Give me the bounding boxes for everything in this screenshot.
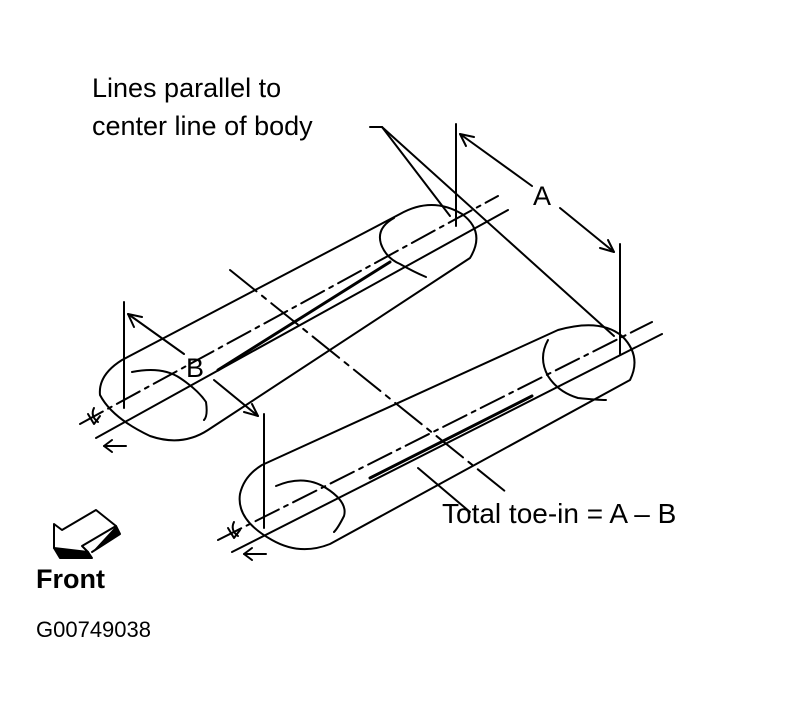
lower-center-line bbox=[217, 321, 653, 541]
lower-tire-outline bbox=[238, 324, 636, 551]
figure-code: G00749038 bbox=[36, 617, 151, 642]
lower-tire-tread-streak bbox=[368, 394, 534, 480]
upper-tire-tread-front bbox=[131, 369, 208, 421]
tire-axis-lines bbox=[79, 195, 663, 553]
measurement-b-label: B bbox=[186, 353, 205, 383]
lower-tire-tread-front bbox=[275, 479, 346, 533]
dimension-b bbox=[123, 301, 265, 529]
leader-to-upper bbox=[381, 126, 451, 217]
lower-tire bbox=[238, 324, 636, 551]
lower-parallel-line bbox=[231, 333, 663, 553]
measurement-a-label: A bbox=[533, 181, 552, 211]
dimension-b-line-1 bbox=[127, 313, 185, 355]
dimension-a-line-1 bbox=[459, 133, 533, 187]
lower-tire-rotation-arrows bbox=[227, 521, 267, 561]
upper-travel-arrowhead bbox=[103, 439, 113, 453]
lower-travel-arrowhead bbox=[243, 547, 253, 561]
front-label: Front bbox=[36, 564, 105, 594]
dimension-a-arrowhead-left bbox=[459, 133, 475, 147]
front-arrow-depth bbox=[53, 525, 121, 559]
upper-center-line bbox=[79, 195, 499, 425]
front-arrow-face bbox=[53, 509, 117, 553]
lower-rotation-arrow-head bbox=[227, 527, 241, 539]
front-arrow-icon bbox=[53, 509, 121, 559]
dimension-a bbox=[455, 123, 621, 355]
dimension-a-arrowhead-right bbox=[599, 239, 615, 253]
upper-rotation-arrow-head bbox=[87, 413, 101, 425]
body-center-line bbox=[229, 269, 507, 493]
label-leaders bbox=[369, 126, 615, 337]
total-toe-in-label: Total toe-in = A – B bbox=[442, 498, 677, 529]
parallel-lines-label-line2: center line of body bbox=[92, 111, 313, 141]
upper-parallel-line bbox=[95, 209, 509, 439]
upper-tire-rotation-arrows bbox=[87, 407, 127, 453]
dimension-b-arrowhead-right bbox=[243, 403, 259, 417]
leader-to-lower bbox=[381, 126, 615, 337]
dimension-a-line-2 bbox=[559, 207, 615, 253]
parallel-lines-label-line1: Lines parallel to bbox=[92, 73, 282, 103]
lower-tire-tread-rear bbox=[542, 339, 607, 401]
total-toe-in-leader bbox=[417, 467, 471, 513]
dimension-b-line-2 bbox=[213, 379, 259, 417]
upper-tire-tread-streak bbox=[216, 260, 392, 372]
dimension-b-arrowhead-left bbox=[127, 313, 143, 328]
